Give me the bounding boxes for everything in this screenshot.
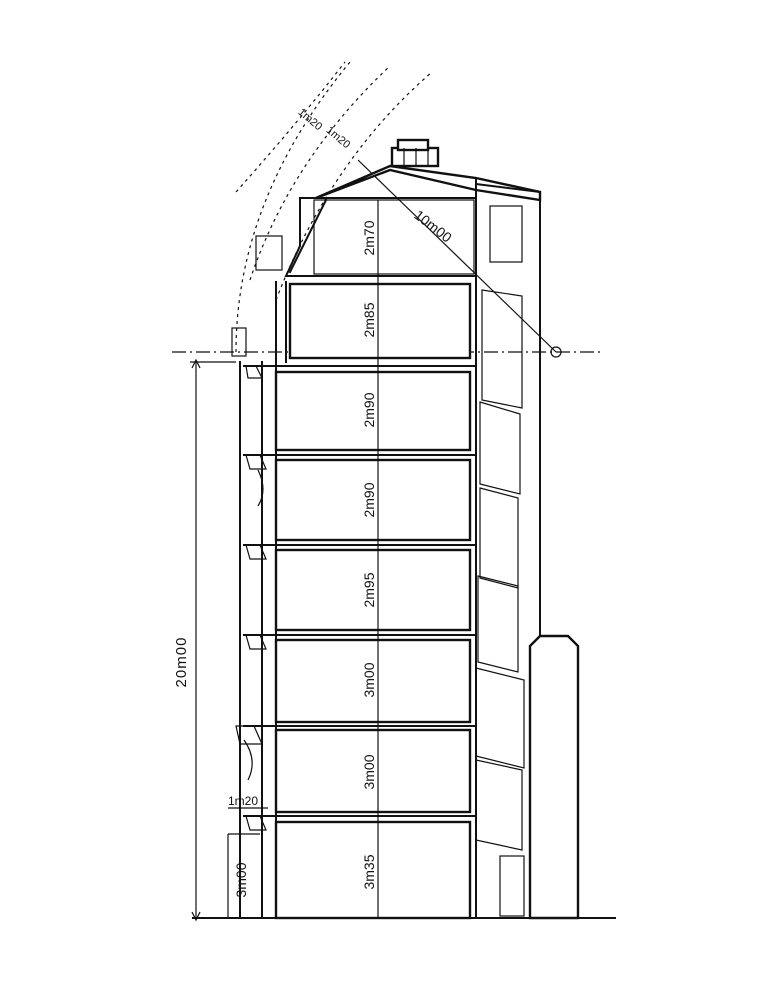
chimney (390, 138, 440, 168)
floor-height-label: 3m35 (361, 854, 377, 889)
floor-room-6 (288, 282, 472, 360)
total-height-dimension (190, 358, 268, 922)
axis-marker-circle (550, 346, 562, 358)
gabarit-offset-label-2: 1m20 (324, 124, 353, 151)
floor-room-2 (274, 638, 472, 724)
floor-room-ground (274, 820, 472, 920)
floor-height-label: 3m00 (361, 662, 377, 697)
floor-room-1 (274, 728, 472, 814)
gabarit-offset-label-1: 1m20 (296, 106, 325, 133)
floor-height-labels: 2m70 2m85 2m90 2m90 2m95 3m00 3m00 3m35 (361, 220, 377, 889)
floor-height-label: 3m00 (361, 754, 377, 789)
floor-room-3 (274, 548, 472, 632)
floor-height-label: 2m70 (361, 220, 377, 255)
balcony-projection-label: 1m20 (228, 794, 258, 808)
floor-height-label: 2m85 (361, 302, 377, 337)
floor-rooms (274, 282, 472, 920)
roof-radius-label: 10m00 (411, 207, 455, 246)
total-height-label: 20m00 (173, 637, 190, 688)
floor-room-4 (274, 458, 472, 542)
floor-height-label: 2m90 (361, 392, 377, 427)
floor-slabs (235, 365, 477, 831)
ground-arcade-height-label: 3m00 (233, 862, 249, 897)
floor-height-label: 2m95 (361, 572, 377, 607)
rear-facade (474, 182, 580, 920)
floor-height-label: 2m90 (361, 482, 377, 517)
floor-room-5 (274, 370, 472, 452)
roof-radius-line (357, 159, 557, 353)
